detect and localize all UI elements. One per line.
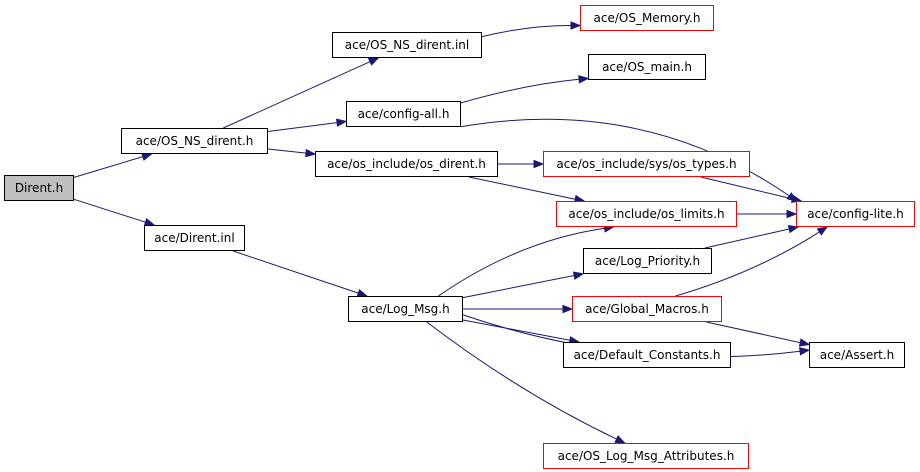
edge-log-msg-h-to-default-constants-h [462,319,570,341]
node-global-macros-h[interactable]: ace/Global_Macros.h [572,296,722,322]
edge-global-macros-h-to-config-lite-h [675,231,820,297]
node-default-constants-h[interactable]: ace/Default_Constants.h [563,342,731,368]
edge-log-msg-h-to-os-limits-h [438,227,605,297]
arrowhead-os-ns-dirent-h-to-os-ns-dirent-inl [367,57,380,66]
edge-os-ns-dirent-inl-to-os-memory-h [481,24,572,38]
node-dirent-h[interactable]: Dirent.h [4,175,74,201]
arrowhead-config-all-h-to-os-main-h [578,75,590,84]
edge-dirent-h-to-dirent-inl [73,198,146,223]
node-os-limits-h[interactable]: ace/os_include/os_limits.h [556,201,737,227]
edge-os-ns-dirent-h-to-config-all-h [267,122,338,132]
edge-global-macros-h-to-assert-h [706,321,801,344]
node-os-ns-dirent-h[interactable]: ace/OS_NS_dirent.h [121,128,268,154]
node-os-dirent-h[interactable]: ace/os_include/os_dirent.h [315,151,498,177]
arrowhead-os-dirent-h-to-os-types-h [533,159,545,169]
edge-os-ns-dirent-h-to-os-dirent-h [267,148,307,154]
edge-dirent-h-to-os-ns-dirent-h [73,156,144,178]
edge-os-dirent-h-to-os-limits-h [468,176,576,200]
node-os-memory-h[interactable]: ace/OS_Memory.h [580,5,714,31]
node-os-types-h[interactable]: ace/os_include/sys/os_types.h [543,151,750,177]
arrowhead-log-msg-h-to-assert-h [799,347,811,356]
node-log-priority-h[interactable]: ace/Log_Priority.h [583,248,712,274]
edge-log-priority-h-to-config-lite-h [704,228,790,249]
node-log-msg-h[interactable]: ace/Log_Msg.h [348,296,463,322]
arrowhead-global-macros-h-to-assert-h [798,338,811,347]
arrowhead-global-macros-h-to-config-lite-h [816,226,829,236]
edge-log-msg-h-to-os-log-msg-attributes-h [426,321,617,440]
node-os-main-h[interactable]: ace/OS_main.h [588,54,706,80]
node-config-all-h[interactable]: ace/config-all.h [346,101,461,127]
arrowhead-log-msg-h-to-global-macros-h [562,304,574,314]
edge-log-msg-h-to-log-priority-h [462,275,575,299]
arrowhead-os-ns-dirent-h-to-os-dirent-h [305,148,317,158]
node-os-log-msg-attributes-h[interactable]: ace/OS_Log_Msg_Attributes.h [543,443,749,469]
node-assert-h[interactable]: ace/Assert.h [809,342,905,368]
edge-os-ns-dirent-h-to-os-ns-dirent-inl [223,61,371,129]
node-dirent-inl[interactable]: ace/Dirent.inl [144,225,245,251]
node-config-lite-h[interactable]: ace/config-lite.h [796,201,915,227]
arrowhead-log-priority-h-to-config-lite-h [787,224,800,234]
edge-config-all-h-to-os-main-h [460,78,580,104]
arrowhead-log-msg-h-to-log-priority-h [572,271,585,280]
arrowhead-dirent-h-to-os-ns-dirent-h [141,152,153,161]
arrowhead-os-ns-dirent-inl-to-os-memory-h [570,21,582,30]
arrowhead-log-msg-h-to-os-log-msg-attributes-h [614,435,626,444]
arrowhead-os-ns-dirent-h-to-config-all-h [336,118,348,127]
node-os-ns-dirent-inl[interactable]: ace/OS_NS_dirent.inl [332,32,482,58]
edge-os-types-h-to-config-lite-h [700,176,793,200]
edge-dirent-inl-to-log-msg-h [232,250,359,294]
arrowhead-os-limits-h-to-config-lite-h [786,209,798,219]
edge-config-all-h-to-config-lite-h [460,118,790,197]
